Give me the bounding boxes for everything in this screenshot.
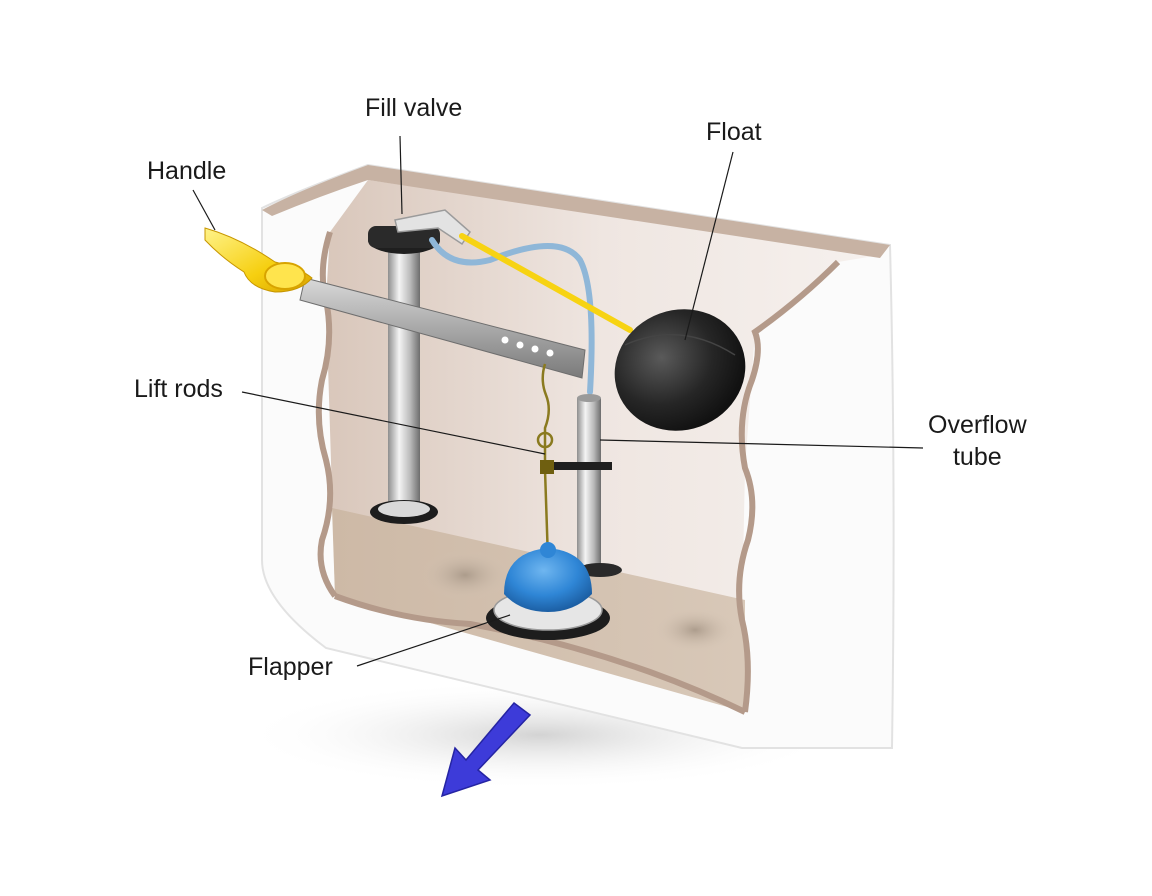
leader-overflow xyxy=(599,439,924,449)
label-lift-rods: Lift rods xyxy=(134,373,223,405)
label-fill-valve-text: Fill valve xyxy=(365,94,463,122)
label-fill-valve: Fill valve xyxy=(365,92,462,124)
overflow-tube-top xyxy=(577,394,601,402)
float-ball xyxy=(614,309,746,431)
trip-lever-hole-3 xyxy=(531,345,539,353)
leader-flapper xyxy=(356,614,511,667)
leader-fill-valve xyxy=(399,135,403,215)
float-seam xyxy=(624,333,736,356)
fill-valve-arm xyxy=(394,209,471,246)
supply-tube xyxy=(429,237,595,395)
label-overflow-tube: Overflow tube xyxy=(928,409,1027,473)
floor-stain-right xyxy=(655,608,735,652)
floor-stain-left xyxy=(420,550,510,600)
trip-lever-hole-2 xyxy=(516,341,524,349)
trip-lever-hole-1 xyxy=(501,336,509,344)
leader-float xyxy=(684,151,734,341)
overflow-tube-base xyxy=(578,563,622,577)
label-handle-text: Handle xyxy=(147,157,227,185)
label-flapper: Flapper xyxy=(248,651,333,683)
lift-chain xyxy=(541,363,550,561)
label-overflow-line1: Overflow xyxy=(928,411,1027,439)
tank-cut-edge-right xyxy=(736,259,841,713)
label-lift-rods-text: Lift rods xyxy=(134,375,223,403)
overflow-tube xyxy=(577,398,601,566)
lift-rod-clamp xyxy=(540,460,554,474)
leader-handle xyxy=(192,189,216,231)
tank-rim xyxy=(262,165,890,258)
flow-arrow xyxy=(440,701,532,798)
label-flapper-text: Flapper xyxy=(248,653,333,681)
flapper-knob xyxy=(540,542,556,558)
leader-lift-rods xyxy=(241,391,546,455)
label-overflow-line2: tube xyxy=(952,443,1002,471)
flapper-cap xyxy=(504,548,592,612)
flush-handle-hub xyxy=(264,262,306,290)
label-float: Float xyxy=(706,116,762,148)
lift-chain-ring xyxy=(536,431,554,449)
fill-valve-base-ring xyxy=(378,501,430,517)
label-handle: Handle xyxy=(147,155,226,187)
float-arm xyxy=(459,233,633,333)
tank-cut-edge-front xyxy=(333,593,747,715)
trip-lever xyxy=(299,277,586,379)
overflow-clip xyxy=(548,462,612,470)
label-float-text: Float xyxy=(706,118,762,146)
fill-valve-cap-body xyxy=(368,226,440,248)
fill-valve-column xyxy=(388,248,420,510)
trip-lever-hole-4 xyxy=(546,349,554,357)
